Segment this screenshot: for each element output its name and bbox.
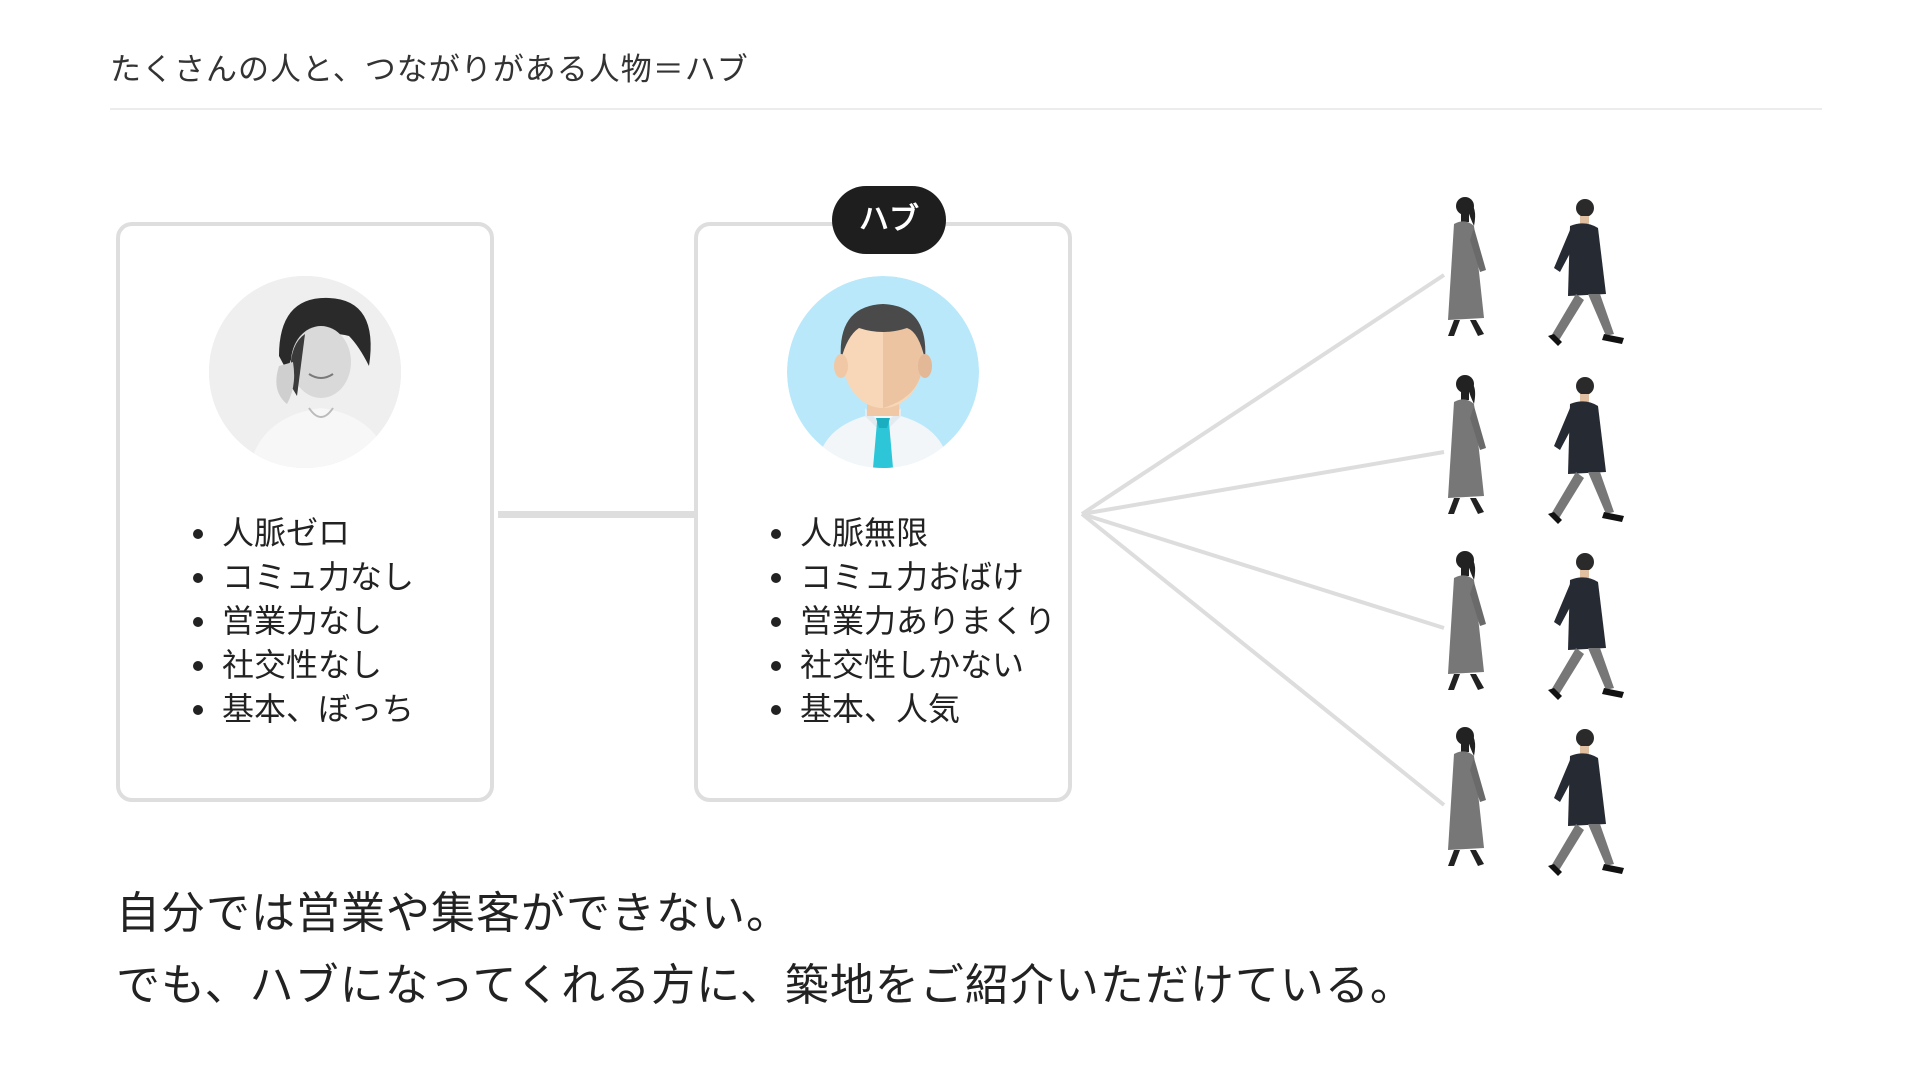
man-figure-icon: [1548, 199, 1624, 346]
list-item: 人脈ゼロ: [220, 511, 414, 555]
list-item: コミュ力おばけ: [798, 555, 1056, 599]
title-divider: [110, 108, 1822, 110]
list-item: 営業力ありまくり: [798, 599, 1056, 643]
man-illustration-avatar: [787, 276, 979, 468]
crowd: [1430, 196, 1660, 886]
ray-line: [1080, 512, 1446, 807]
list-item: 社交性しかない: [798, 643, 1056, 687]
list-item: 社交性なし: [220, 643, 414, 687]
ray-line: [1080, 273, 1446, 516]
man-figure-icon: [1548, 377, 1624, 524]
list-item: 営業力なし: [220, 599, 414, 643]
hub-traits-list: 人脈無限 コミュ力おばけ 営業力ありまくり 社交性しかない 基本、人気: [754, 511, 1056, 731]
man-figure-icon: [1548, 553, 1624, 700]
caption: 自分では営業や集客ができない。 でも、ハブになってくれる方に、築地をご紹介いただ…: [116, 878, 1415, 1022]
hub-card: 人脈無限 コミュ力おばけ 営業力ありまくり 社交性しかない 基本、人気: [694, 222, 1072, 802]
woman-figure-icon: [1448, 727, 1486, 866]
list-item: 人脈無限: [798, 511, 1056, 555]
list-item: 基本、人気: [798, 687, 1056, 731]
man-figure-icon: [1548, 729, 1624, 876]
list-item: 基本、ぼっち: [220, 687, 414, 731]
woman-figure-icon: [1448, 375, 1486, 514]
woman-figure-icon: [1448, 197, 1486, 336]
loner-card: 人脈ゼロ コミュ力なし 営業力なし 社交性なし 基本、ぼっち: [116, 222, 494, 802]
card-connector-line: [498, 511, 694, 518]
caption-line-2: でも、ハブになってくれる方に、築地をご紹介いただけている。: [116, 960, 1415, 1011]
ray-line: [1081, 450, 1445, 516]
list-item: コミュ力なし: [220, 555, 414, 599]
hub-badge: ハブ: [832, 186, 946, 254]
woman-photo-avatar: [209, 276, 401, 468]
ray-line: [1081, 512, 1445, 630]
loner-traits-list: 人脈ゼロ コミュ力なし 営業力なし 社交性なし 基本、ぼっち: [176, 511, 414, 731]
slide-title: たくさんの人と、つながりがある人物＝ハブ: [110, 52, 749, 88]
woman-figure-icon: [1448, 551, 1486, 690]
caption-line-1: 自分では営業や集客ができない。: [116, 888, 791, 939]
